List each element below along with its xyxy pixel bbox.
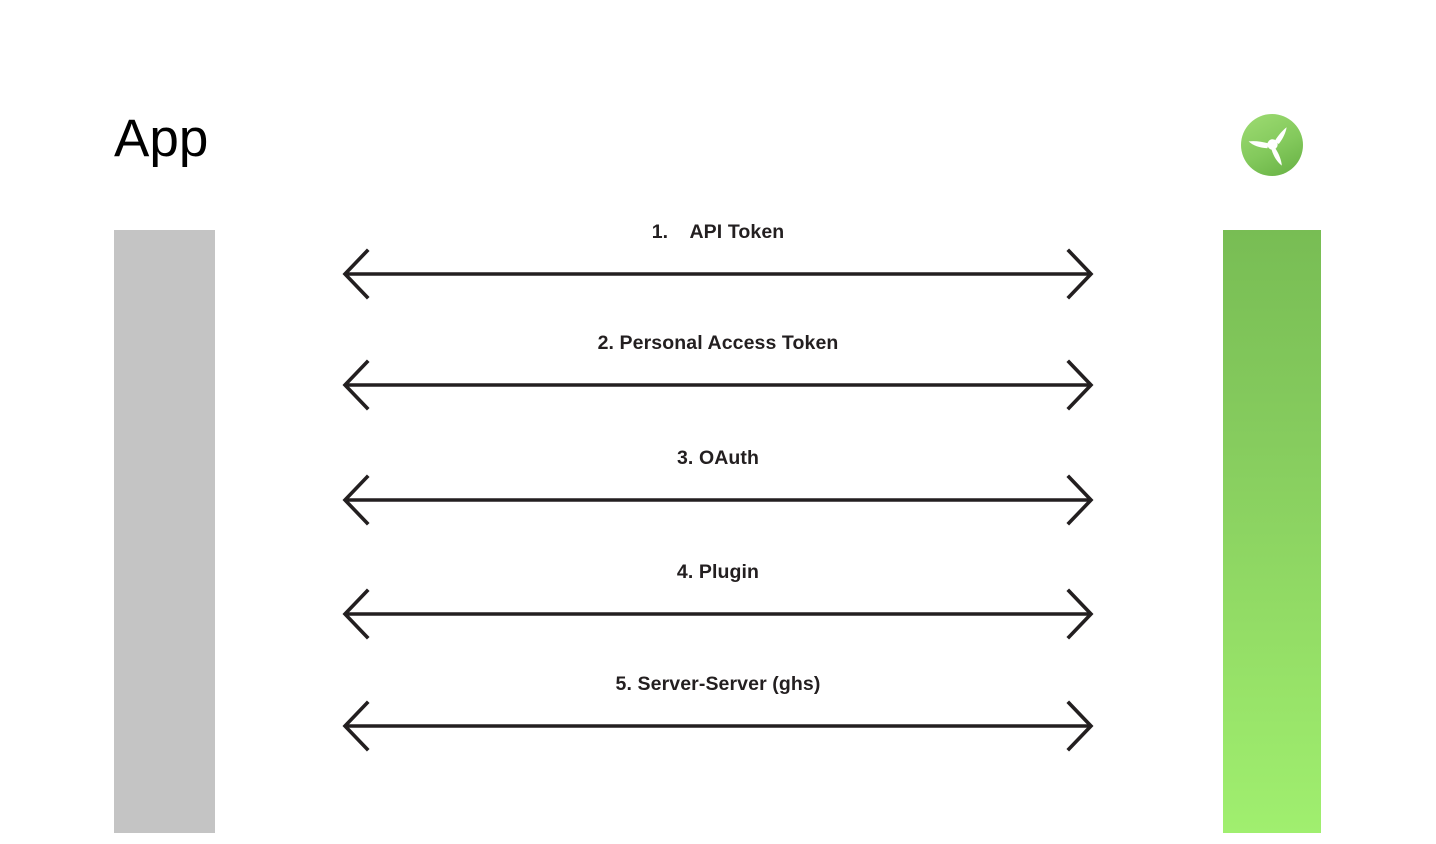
message-label: 1. API Token [651, 221, 785, 243]
message-5: 5. Server-Server (ghs) [338, 673, 1098, 754]
bidirectional-arrow-icon [342, 588, 1094, 640]
message-label: 5. Server-Server (ghs) [615, 673, 821, 695]
right-actor-logo [1240, 113, 1304, 177]
message-label: 2. Personal Access Token [597, 332, 839, 354]
left-actor-lifeline [114, 230, 215, 833]
arrowhead-right-icon [1066, 359, 1094, 411]
right-actor-lifeline [1223, 230, 1321, 833]
arrowhead-left-icon [342, 248, 370, 300]
left-actor-title: App [114, 109, 209, 168]
arrowhead-left-icon [342, 474, 370, 526]
bidirectional-arrow-icon [342, 474, 1094, 526]
bidirectional-arrow-icon [342, 700, 1094, 752]
message-2: 2. Personal Access Token [338, 332, 1098, 413]
propeller-logo-icon [1241, 114, 1303, 176]
message-1: 1. API Token [338, 221, 1098, 302]
arrowhead-right-icon [1066, 588, 1094, 640]
arrowhead-left-icon [342, 588, 370, 640]
arrowhead-right-icon [1066, 248, 1094, 300]
message-4: 4. Plugin [338, 561, 1098, 642]
arrowhead-right-icon [1066, 474, 1094, 526]
message-3: 3. OAuth [338, 447, 1098, 528]
message-label: 4. Plugin [676, 561, 760, 583]
arrowhead-left-icon [342, 359, 370, 411]
bidirectional-arrow-icon [342, 248, 1094, 300]
message-label: 3. OAuth [676, 447, 760, 469]
arrowhead-left-icon [342, 700, 370, 752]
arrowhead-right-icon [1066, 700, 1094, 752]
bidirectional-arrow-icon [342, 359, 1094, 411]
